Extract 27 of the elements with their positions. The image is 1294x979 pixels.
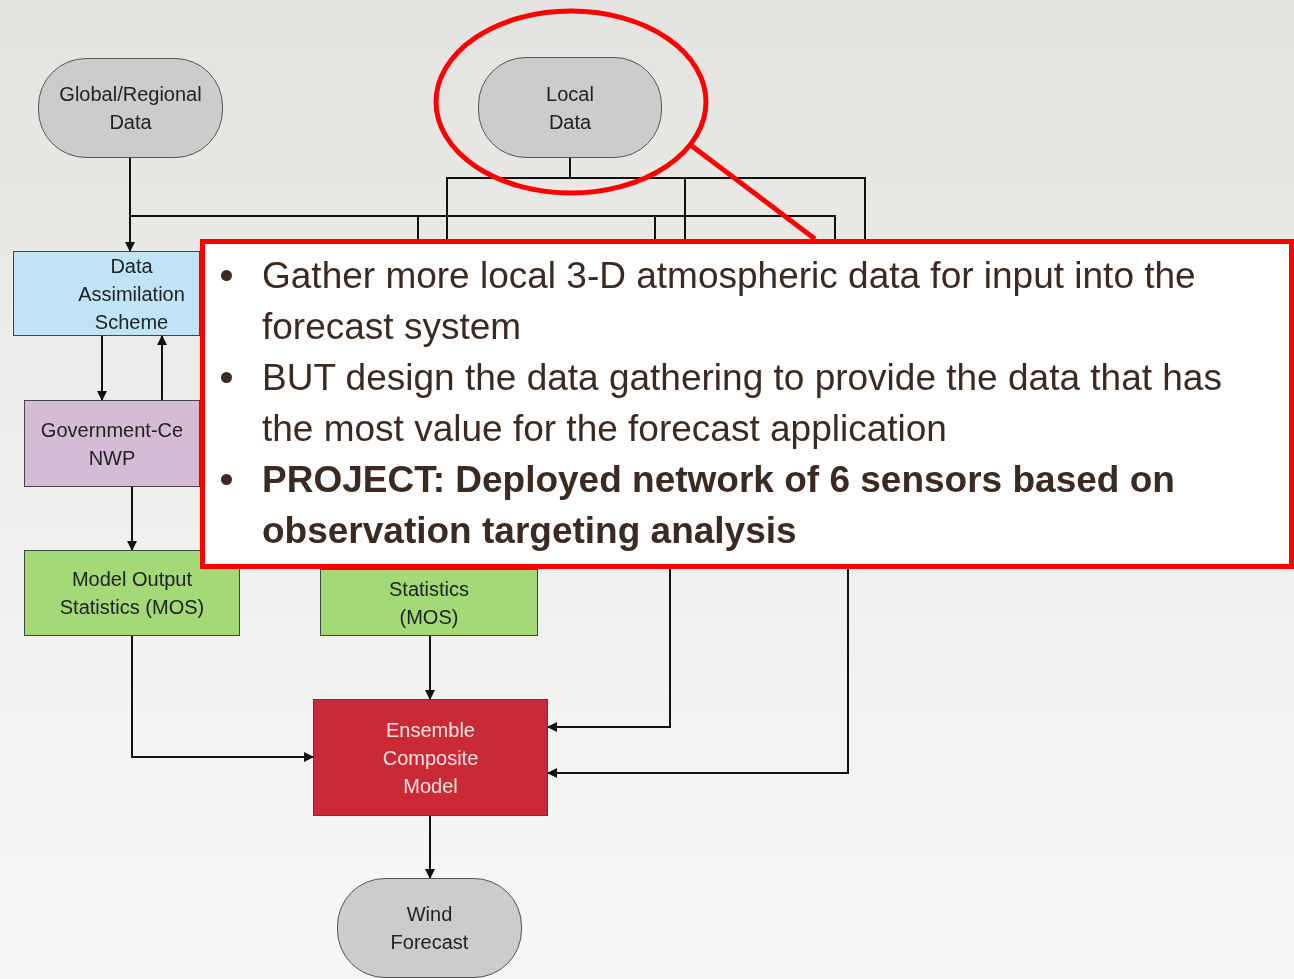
process-box bbox=[13, 251, 200, 336]
arrow bbox=[547, 568, 849, 778]
bullet-text: Gather more local 3-D atmospheric data for input into the forecast system bbox=[262, 254, 1197, 349]
bullet-text: PROJECT: Deployed network of 6 sensors based on observation targeting analysis bbox=[262, 458, 1176, 553]
node-label: Wind Forecast bbox=[389, 902, 470, 955]
arrow bbox=[157, 335, 167, 401]
highlight-ellipse bbox=[433, 8, 709, 196]
process-box bbox=[313, 699, 548, 816]
leader-line bbox=[688, 142, 817, 241]
arrow bbox=[97, 335, 107, 401]
arrow bbox=[547, 568, 671, 732]
node-label: Global/Regional Data bbox=[58, 82, 203, 135]
process-box bbox=[24, 400, 200, 487]
node-label: Statistics (MOS) bbox=[388, 576, 470, 630]
process-box bbox=[24, 550, 240, 636]
node-label: Local Data bbox=[545, 81, 595, 135]
callout-box bbox=[200, 239, 1294, 569]
bullet-text: BUT design the data gathering to provide the data that has the most value for the forecast application bbox=[262, 356, 1223, 451]
arrow bbox=[425, 635, 435, 700]
process-box bbox=[320, 569, 538, 636]
arrow bbox=[425, 815, 435, 879]
node-label: Model Output Statistics (MOS) bbox=[58, 567, 206, 620]
arrow bbox=[127, 486, 137, 551]
node-label: Ensemble Composite Model bbox=[381, 717, 480, 799]
node-label: Government-Ce NWP bbox=[39, 417, 185, 471]
node-label: Data Assimilation Scheme bbox=[77, 253, 186, 335]
arrow bbox=[131, 635, 314, 762]
